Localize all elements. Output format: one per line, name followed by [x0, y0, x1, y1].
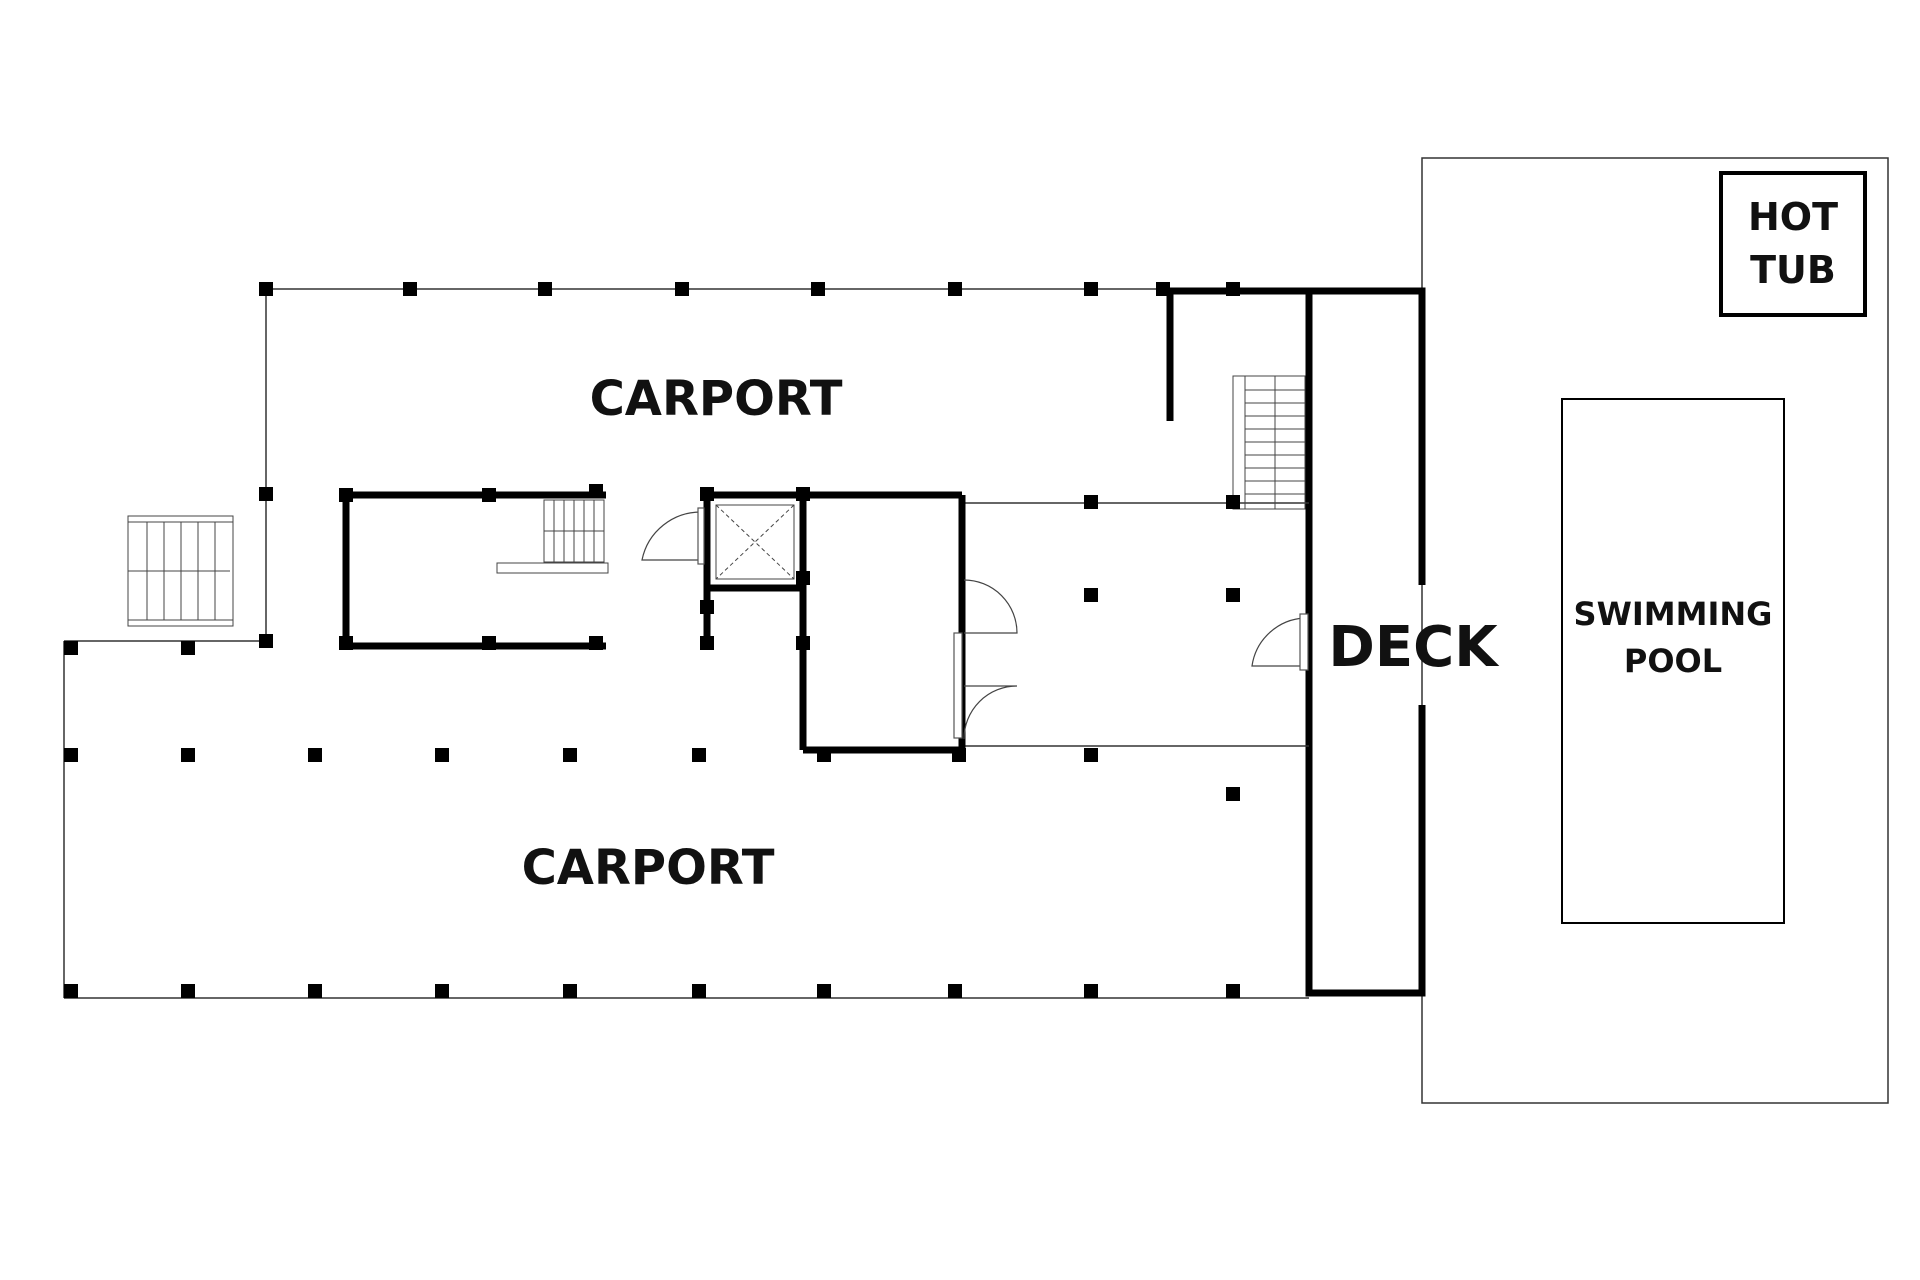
deck-stair	[1232, 375, 1306, 510]
label-carport-bottom: CARPORT	[522, 840, 775, 896]
label-deck: DECK	[1328, 615, 1500, 680]
building-walls	[342, 287, 1309, 754]
hot-tub	[1719, 171, 1867, 317]
label-pool-line1: SWIMMING	[1574, 595, 1773, 633]
door-elevator-entry	[641, 507, 705, 565]
swimming-pool	[1561, 398, 1785, 924]
label-hot-tub-line1: HOT	[1748, 195, 1838, 239]
interior-stair-storage	[496, 499, 609, 574]
label-hot-tub-line2: TUB	[1750, 248, 1836, 292]
exterior-stair-left	[127, 515, 234, 627]
door-utility-double	[953, 579, 1018, 740]
elevator	[715, 504, 795, 580]
structural-posts	[64, 282, 1240, 998]
door-deck	[1251, 613, 1309, 671]
label-carport-top: CARPORT	[590, 371, 843, 427]
pool-deck-area	[1421, 157, 1889, 1104]
label-pool-line2: POOL	[1624, 642, 1722, 680]
deck-walls	[1305, 287, 1426, 997]
